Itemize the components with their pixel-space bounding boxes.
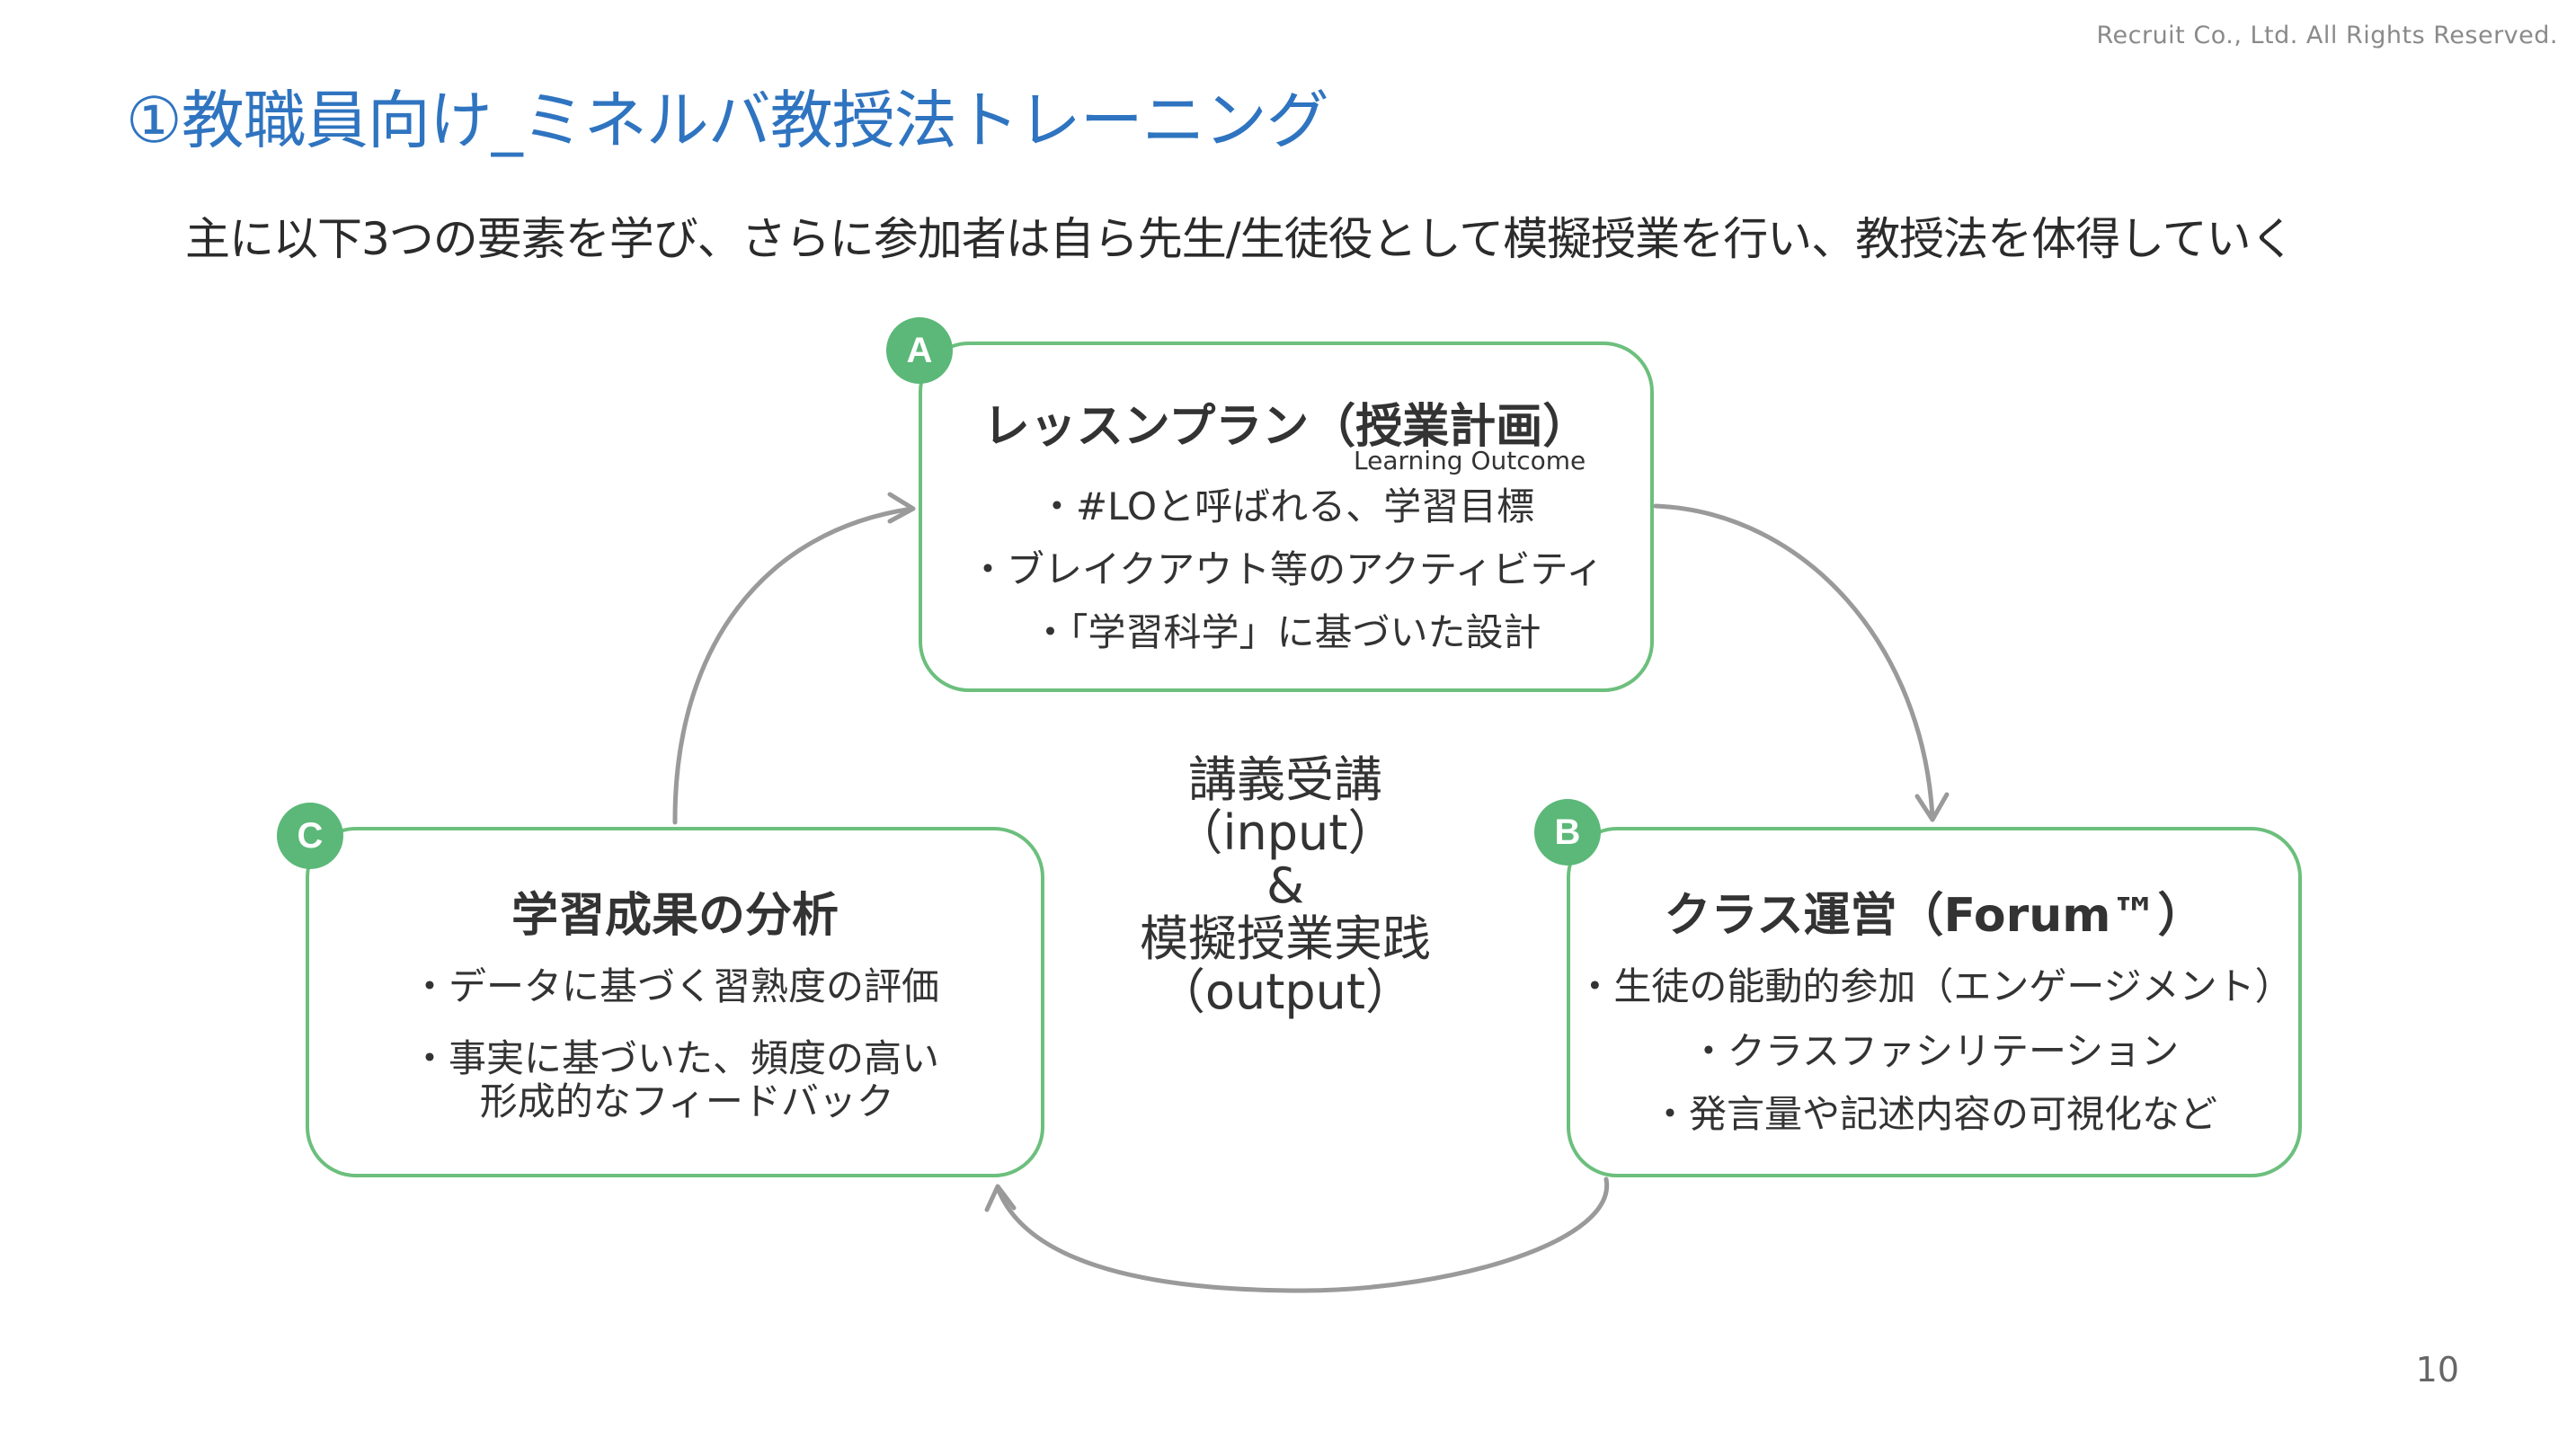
center-line-4: 模擬授業実践 — [1140, 910, 1431, 967]
box-a-title: レッスンプラン（授業計画） — [982, 400, 1590, 454]
slide-subtitle: 主に以下3つの要素を学び、さらに参加者は自ら先生/生徒役として模擬授業を行い、教… — [185, 213, 2296, 265]
badge-b: B — [1534, 799, 1601, 866]
center-line-1: 講義受講 — [1188, 751, 1382, 808]
badge-a: A — [886, 317, 953, 384]
arrowhead-b — [1914, 792, 1950, 822]
box-a-item-1: ・#LOと呼ばれる、学習目標 — [1037, 484, 1535, 528]
arrow-a-to-b — [1653, 503, 1935, 821]
box-b-item-2: ・クラスファシリテーション — [1689, 1029, 2180, 1073]
box-a-annotation: Learning Outcome — [1354, 446, 1586, 475]
arrow-c-to-a — [672, 506, 915, 825]
box-class-management: クラス運営（Forum™） ・生徒の能動的参加（エンゲージメント） ・クラスファ… — [1567, 827, 2302, 1177]
center-line-3: & — [1266, 857, 1305, 914]
arrowhead-a — [887, 492, 916, 524]
box-c-item-1: ・データに基づく習熟度の評価 — [410, 964, 939, 1008]
center-line-2: （input） — [1174, 804, 1397, 861]
arrowhead-c — [984, 1184, 1017, 1212]
badge-c: C — [277, 803, 343, 869]
box-c-title: 学習成果の分析 — [511, 889, 839, 943]
box-b-item-1: ・生徒の能動的参加（エンゲージメント） — [1576, 964, 2293, 1008]
box-a-item-2: ・ブレイクアウト等のアクティビティ — [968, 547, 1604, 591]
copyright-notice: Recruit Co., Ltd. All Rights Reserved. — [2096, 22, 2558, 49]
slide-title: ①教職員向け_ミネルバ教授法トレーニング — [126, 84, 1329, 157]
box-b-title: クラス運営（Forum™） — [1664, 889, 2205, 943]
arrow-b-to-c — [995, 1176, 1610, 1293]
center-line-5: （output） — [1156, 963, 1415, 1020]
box-c-item-2: ・事実に基づいた、頻度の高い 形成的なフィードバック — [410, 1036, 939, 1123]
box-a-item-3: ・「学習科学」に基づいた設計 — [1031, 610, 1541, 654]
center-label: 講義受講 （input） & 模擬授業実践 （output） — [1106, 753, 1465, 1018]
page-number: 10 — [2415, 1350, 2459, 1389]
box-lesson-plan: レッスンプラン（授業計画） Learning Outcome ・#LOと呼ばれる… — [919, 342, 1654, 692]
box-b-item-3: ・発言量や記述内容の可視化など — [1650, 1092, 2217, 1136]
box-learning-analysis: 学習成果の分析 ・データに基づく習熟度の評価 ・事実に基づいた、頻度の高い 形成… — [306, 827, 1044, 1177]
